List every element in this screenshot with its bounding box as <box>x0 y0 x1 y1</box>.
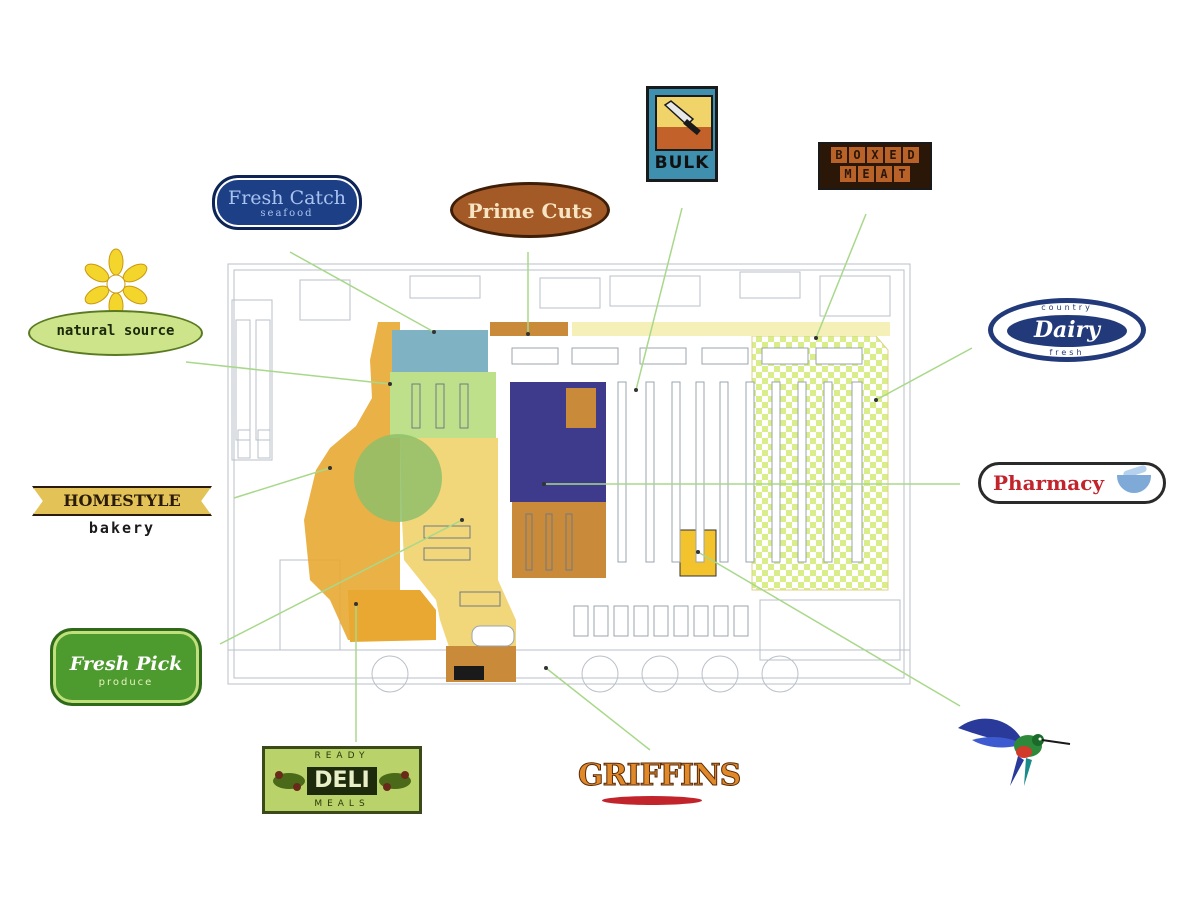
fresh-catch-subtitle: seafood <box>260 208 314 219</box>
produce-circle <box>354 434 442 522</box>
hummingbird-icon <box>952 690 1072 790</box>
homestyle-title: HOMESTYLE <box>63 491 181 510</box>
mortar-icon <box>1117 475 1151 493</box>
meat-counter <box>490 322 568 336</box>
leader-lines <box>185 207 973 751</box>
bakery-counter <box>348 590 436 642</box>
produce-zone <box>390 372 496 438</box>
fresh-catch-title: Fresh Catch <box>228 187 346 209</box>
bulk-inset <box>566 388 596 428</box>
fresh-pick-logo: Fresh Pick produce <box>50 628 202 706</box>
dairy-badge <box>1007 315 1127 347</box>
homestyle-subtitle: bakery <box>88 519 156 537</box>
boxed-meat-row-2: M E A T <box>823 166 927 182</box>
boxed-meat-letter: M <box>840 166 856 182</box>
natural-source-title: natural source <box>56 323 175 339</box>
bulk-logo: BULK <box>646 86 718 182</box>
boxed-meat-letter: O <box>849 147 865 163</box>
fixtures <box>411 383 573 607</box>
prime-cuts-logo: Prime Cuts <box>450 182 610 238</box>
boxed-meat-letter: B <box>831 147 847 163</box>
prime-cuts-title: Prime Cuts <box>467 199 593 223</box>
bulk-title: BULK <box>654 153 710 173</box>
leaf-right-icon <box>379 771 411 791</box>
leader-dots <box>328 330 878 670</box>
homestyle-logo: HOMESTYLE bakery <box>32 486 212 546</box>
griffins-title: GRIFFINS <box>578 758 742 794</box>
boxed-meat-letter: X <box>867 147 883 163</box>
entrance-mat <box>454 666 484 680</box>
boxed-meat-letter: T <box>894 166 910 182</box>
fresh-pick-title: Fresh Pick <box>69 653 183 675</box>
boxed-meat-letter: A <box>876 166 892 182</box>
aisles <box>471 347 863 647</box>
dairy-title: Dairy <box>1033 317 1101 343</box>
building-outline <box>227 263 911 693</box>
deli-top-text: READY <box>314 751 370 761</box>
griffins-logo: GRIFFINS <box>578 758 742 810</box>
dairy-top-text: country <box>1041 303 1093 312</box>
deli-bottom-text: MEALS <box>314 799 370 809</box>
boxed-meat-letter: D <box>903 147 919 163</box>
boxed-meat-logo: B O X E D M E A T <box>818 142 932 190</box>
deli-logo: READY DELI MEALS <box>262 746 422 814</box>
pharmacy-title: Pharmacy <box>993 471 1104 495</box>
fresh-pick-subtitle: produce <box>98 677 154 688</box>
leaf-left-icon <box>273 771 305 791</box>
meat-zone <box>512 502 606 578</box>
natural-source-badge <box>28 310 203 356</box>
natural-source-logo: natural source <box>28 248 203 358</box>
boxed-meat-letter: E <box>858 166 874 182</box>
sun-flower-icon <box>84 248 148 318</box>
griffins-swash <box>602 796 702 805</box>
bakery-zone <box>304 322 400 640</box>
pharmacy-logo: Pharmacy <box>978 462 1166 504</box>
dairy-logo: country Dairy fresh <box>988 298 1146 362</box>
boxed-meat-row-1: B O X E D <box>823 147 927 163</box>
seafood-zone <box>392 330 488 372</box>
dairy-bottom-text: fresh <box>1049 348 1085 357</box>
deli-title: DELI <box>307 767 377 795</box>
back-wall-case <box>572 322 890 336</box>
fresh-catch-logo: Fresh Catch seafood <box>212 175 362 230</box>
scoop-icon <box>655 95 713 151</box>
boxed-meat-letter: E <box>885 147 901 163</box>
